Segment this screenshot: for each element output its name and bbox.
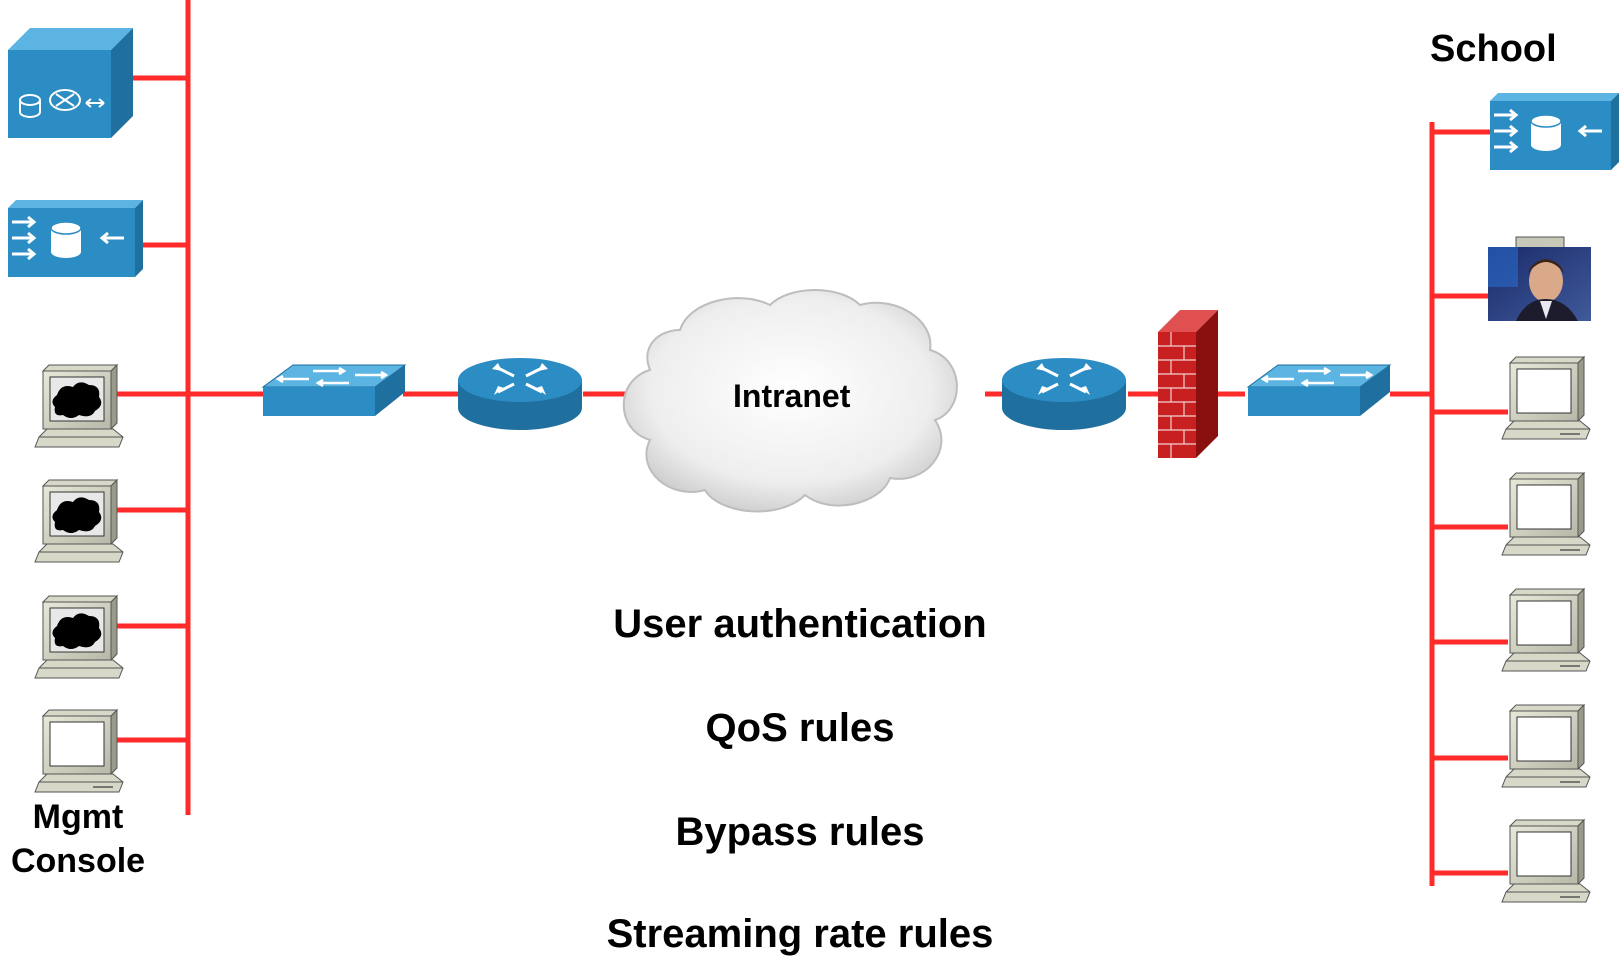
intranet-label: Intranet (733, 378, 851, 414)
firewall-icon (1158, 310, 1218, 458)
cloud-icon (622, 289, 958, 513)
workstation-icon (1501, 472, 1591, 556)
left-bus (110, 0, 266, 815)
rule-qos: QoS rules (705, 706, 895, 750)
workstation-icon (1501, 588, 1591, 672)
content-engine-icon (8, 28, 133, 138)
rule-user-authentication: User authentication (613, 602, 987, 646)
workstation-icon (34, 595, 124, 679)
video-client-icon (1488, 236, 1591, 321)
router-icon (458, 358, 582, 430)
right-bus (1429, 122, 1508, 886)
cache-engine-icon (8, 200, 143, 277)
mgmt-console-label-line2: Console (10, 842, 146, 880)
mgmt-console-label-line1: Mgmt (32, 798, 124, 836)
mgmt-console-workstation-icon (34, 709, 124, 793)
cache-engine-icon (1490, 93, 1619, 170)
rule-bypass: Bypass rules (675, 810, 925, 854)
workstation-icon (34, 364, 124, 448)
rule-streaming-rate: Streaming rate rules (606, 912, 994, 956)
workgroup-switch-icon (1246, 364, 1392, 416)
workstation-icon (1501, 356, 1591, 440)
workstation-icon (34, 479, 124, 563)
router-icon (1002, 358, 1126, 430)
school-label: School (1430, 28, 1557, 70)
workstation-icon (1501, 819, 1591, 903)
workstation-icon (1501, 704, 1591, 788)
workgroup-switch-icon (261, 364, 407, 416)
